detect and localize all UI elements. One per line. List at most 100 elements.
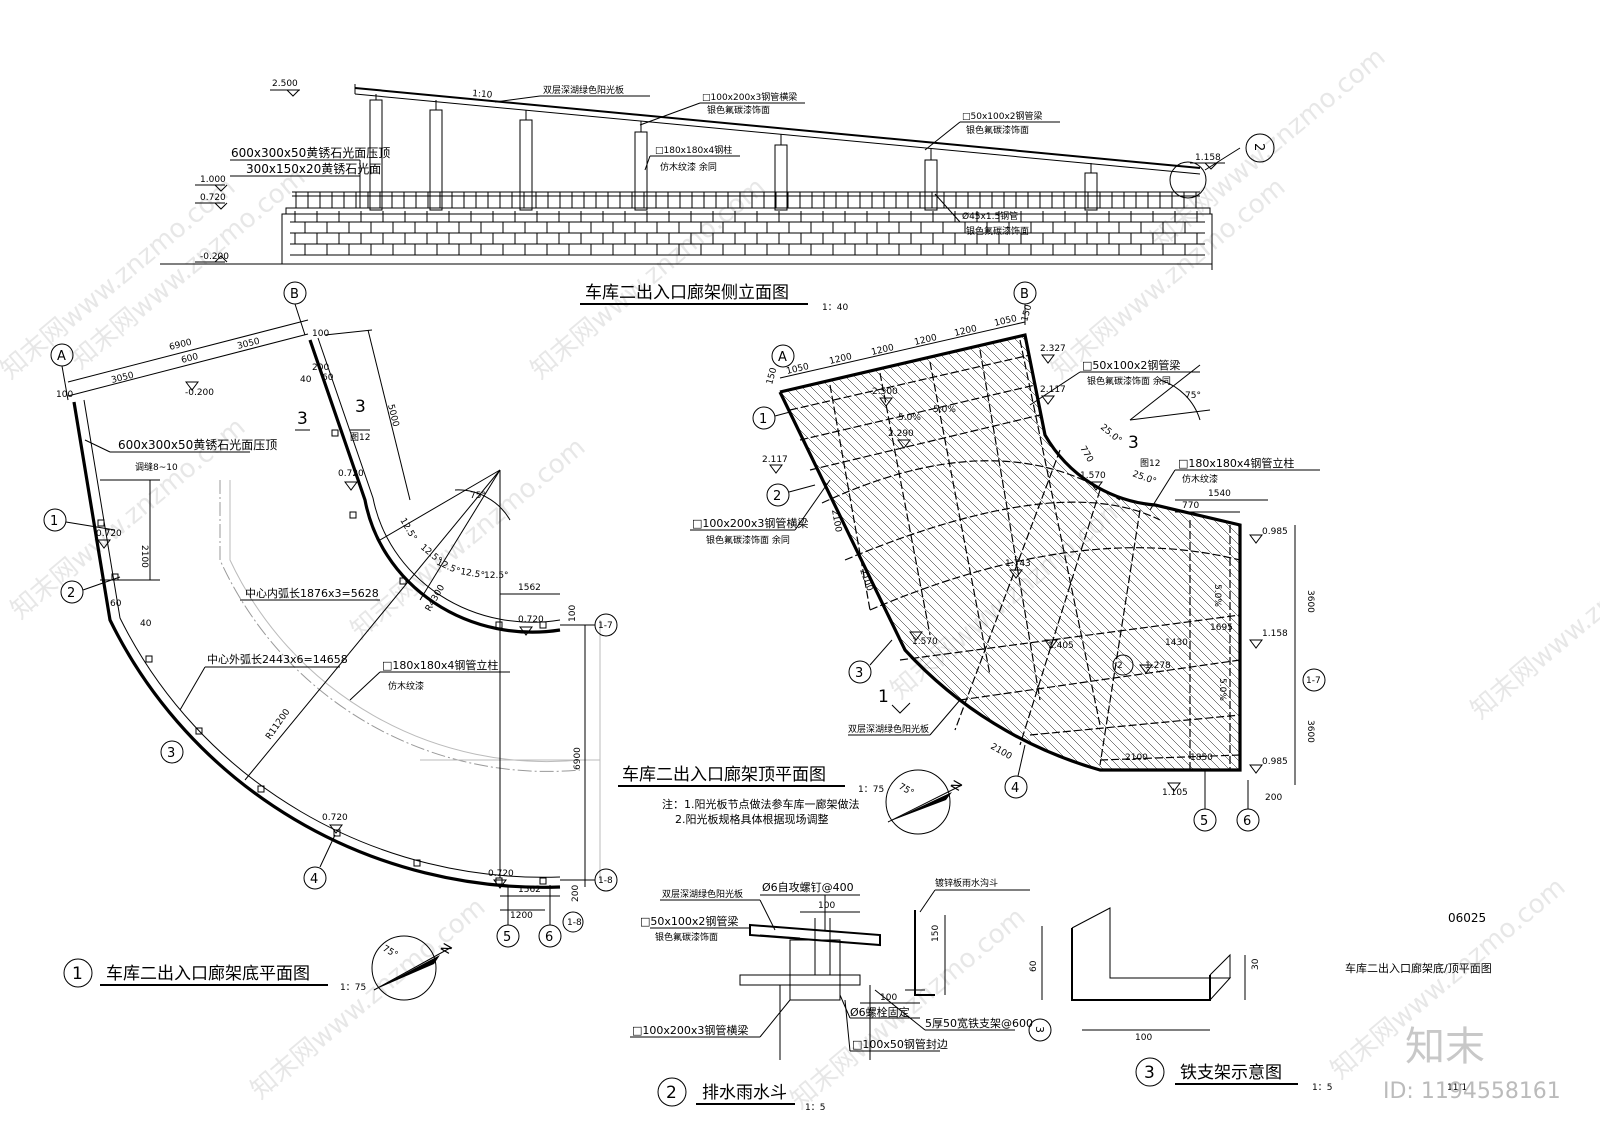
svg-text:0.720: 0.720 [322,813,348,823]
svg-text:40: 40 [140,619,152,629]
svg-text:□50x100x2钢管梁: □50x100x2钢管梁 [640,914,738,928]
svg-text:镀锌板雨水沟斗: 镀锌板雨水沟斗 [935,877,998,889]
svg-text:2100: 2100 [1125,753,1148,763]
svg-text:1：75: 1：75 [858,785,884,795]
svg-text:1.570: 1.570 [912,637,938,647]
svg-text:4: 4 [310,872,318,887]
roof-plan: 1050 1200 1200 1200 1200 1050 150 150 2.… [618,281,1326,835]
grid-bubble: A [771,344,795,368]
side-elevation: 2.500 1.000 0.720 -0.200 1.158 1:10 双层深湖… [160,79,1275,313]
grid-bubble: B [1013,281,1037,325]
svg-text:600x300x50黄锈石光面压顶: 600x300x50黄锈石光面压顶 [118,438,277,452]
svg-text:1-8: 1-8 [567,918,582,928]
brand-watermark: 知末 ID: 1194558161 [1383,1024,1561,1104]
svg-text:1-7: 1-7 [1306,676,1321,686]
svg-text:1562: 1562 [518,885,541,895]
brand-logo: 知末 [1405,1024,1485,1070]
svg-text:3: 3 [297,409,308,429]
svg-text:中心内弧长1876x3=5628: 中心内弧长1876x3=5628 [245,586,379,600]
svg-text:2: 2 [1251,143,1266,151]
svg-text:□180x180x4钢管立柱: □180x180x4钢管立柱 [1178,456,1294,470]
drawing-code: 06025 [1448,911,1486,925]
title-block: 06025 车库二出入口廊架底/顶平面图 11/1 [1345,911,1492,1093]
grid-bubble: 4 [1004,744,1028,799]
svg-text:100: 100 [818,901,835,911]
svg-text:1.105: 1.105 [1162,788,1188,798]
svg-text:2.117: 2.117 [762,455,788,465]
svg-text:调缝8~10: 调缝8~10 [135,461,178,473]
svg-text:5: 5 [503,930,511,945]
svg-text:2: 2 [666,1083,677,1103]
svg-text:1050: 1050 [785,362,810,377]
grid-bubble: 5 [496,885,520,948]
svg-text:0.985: 0.985 [1262,527,1288,537]
base-levels: 0.720 0.720 0.720 0.720 0.720 [96,469,544,889]
railing-balusters [295,192,1197,208]
svg-text:1200: 1200 [510,911,533,921]
svg-text:2100: 2100 [989,742,1014,762]
svg-text:仿木纹漆: 仿木纹漆 [1182,473,1218,485]
svg-text:Ø45x1.5钢管: Ø45x1.5钢管 [962,210,1018,222]
gutter-detail: 150 100 100 Ø6自攻螺钉@400 双层深湖绿色阳光板 □50x100… [630,877,1052,1113]
svg-text:银色氟碳漆饰面: 银色氟碳漆饰面 [966,225,1029,237]
plan-posts [97,429,547,885]
elevation-leaders: 双层深湖绿色阳光板 □100x200x3钢管横梁 银色氟碳漆饰面 □50x100… [230,84,1060,237]
svg-text:4: 4 [1011,781,1019,796]
svg-text:6: 6 [1243,814,1251,829]
gutter-title: 排水雨水斗 [702,1083,787,1103]
bracket-title: 铁支架示意图 [1180,1063,1282,1083]
svg-text:1200: 1200 [828,352,853,367]
svg-text:100: 100 [568,605,578,622]
svg-text:1.278: 1.278 [1145,661,1171,671]
base-plan: 75° R4300 R11200 6900 3050 600 3050 100 … [43,281,618,1001]
grid-bubble: 4 [303,834,336,890]
svg-text:1-8: 1-8 [598,876,613,886]
svg-text:3600: 3600 [1305,720,1315,743]
svg-text:2: 2 [67,586,75,601]
svg-text:□100x200x3钢管横梁: □100x200x3钢管横梁 [632,1023,748,1037]
svg-text:100: 100 [880,993,897,1003]
svg-text:0.720: 0.720 [96,529,122,539]
level-marker: 1.000 0.720 -0.200 [195,175,229,263]
svg-text:双层深湖绿色阳光板: 双层深湖绿色阳光板 [543,84,624,96]
svg-text:0.720: 0.720 [200,193,226,203]
bracket-detail: 60 30 100 3 铁支架示意图 1：5 [1029,907,1332,1093]
svg-text:A: A [778,350,787,365]
svg-text:□100x50钢管封边: □100x50钢管封边 [852,1037,948,1051]
svg-text:0.985: 0.985 [1262,757,1288,767]
svg-text:150: 150 [1020,303,1034,322]
svg-text:银色氟碳漆饰面: 银色氟碳漆饰面 [655,931,718,943]
svg-text:B: B [1020,287,1029,302]
svg-text:5000: 5000 [385,403,400,428]
svg-text:3: 3 [855,666,863,681]
svg-text:300x150x20黄锈石光面: 300x150x20黄锈石光面 [246,162,381,176]
svg-text:1200: 1200 [953,324,978,339]
watermark-text: 知末网www.znzmo.com [1045,172,1291,385]
svg-text:Ø6自攻螺钉@400: Ø6自攻螺钉@400 [762,880,854,894]
grid-bubble: B [283,281,307,336]
svg-text:1：40: 1：40 [822,303,848,313]
svg-text:□180x180x4钢柱: □180x180x4钢柱 [655,144,732,156]
drawing-name: 车库二出入口廊架底/顶平面图 [1345,961,1492,975]
svg-text:注：1.阳光板节点做法参车库一廊架做法: 注：1.阳光板节点做法参车库一廊架做法 [662,797,860,811]
grid-bubble: 6 [538,885,562,948]
svg-text:N: N [948,778,966,794]
svg-text:5: 5 [1200,814,1208,829]
svg-text:770: 770 [1077,445,1094,465]
svg-text:2100: 2100 [139,545,149,568]
detail-callout-2: 2 [1169,133,1275,199]
svg-text:0.720: 0.720 [518,615,544,625]
sheet-number: 11/1 [1447,1083,1467,1093]
grid-bubble: 2 [60,576,121,604]
level-marker: 2.500 [270,79,300,97]
grid-bubble: 3 [848,639,893,684]
svg-text:770: 770 [1182,501,1199,511]
svg-text:60: 60 [322,373,334,383]
svg-text:25.0°: 25.0° [1098,423,1123,446]
svg-text:1: 1 [72,964,83,984]
svg-text:1：5: 1：5 [805,1103,825,1113]
svg-text:R11200: R11200 [264,707,292,742]
svg-text:B: B [290,287,299,302]
svg-text:2.阳光板规格具体根据现场调整: 2.阳光板规格具体根据现场调整 [675,812,829,826]
svg-text:30: 30 [1251,958,1261,970]
